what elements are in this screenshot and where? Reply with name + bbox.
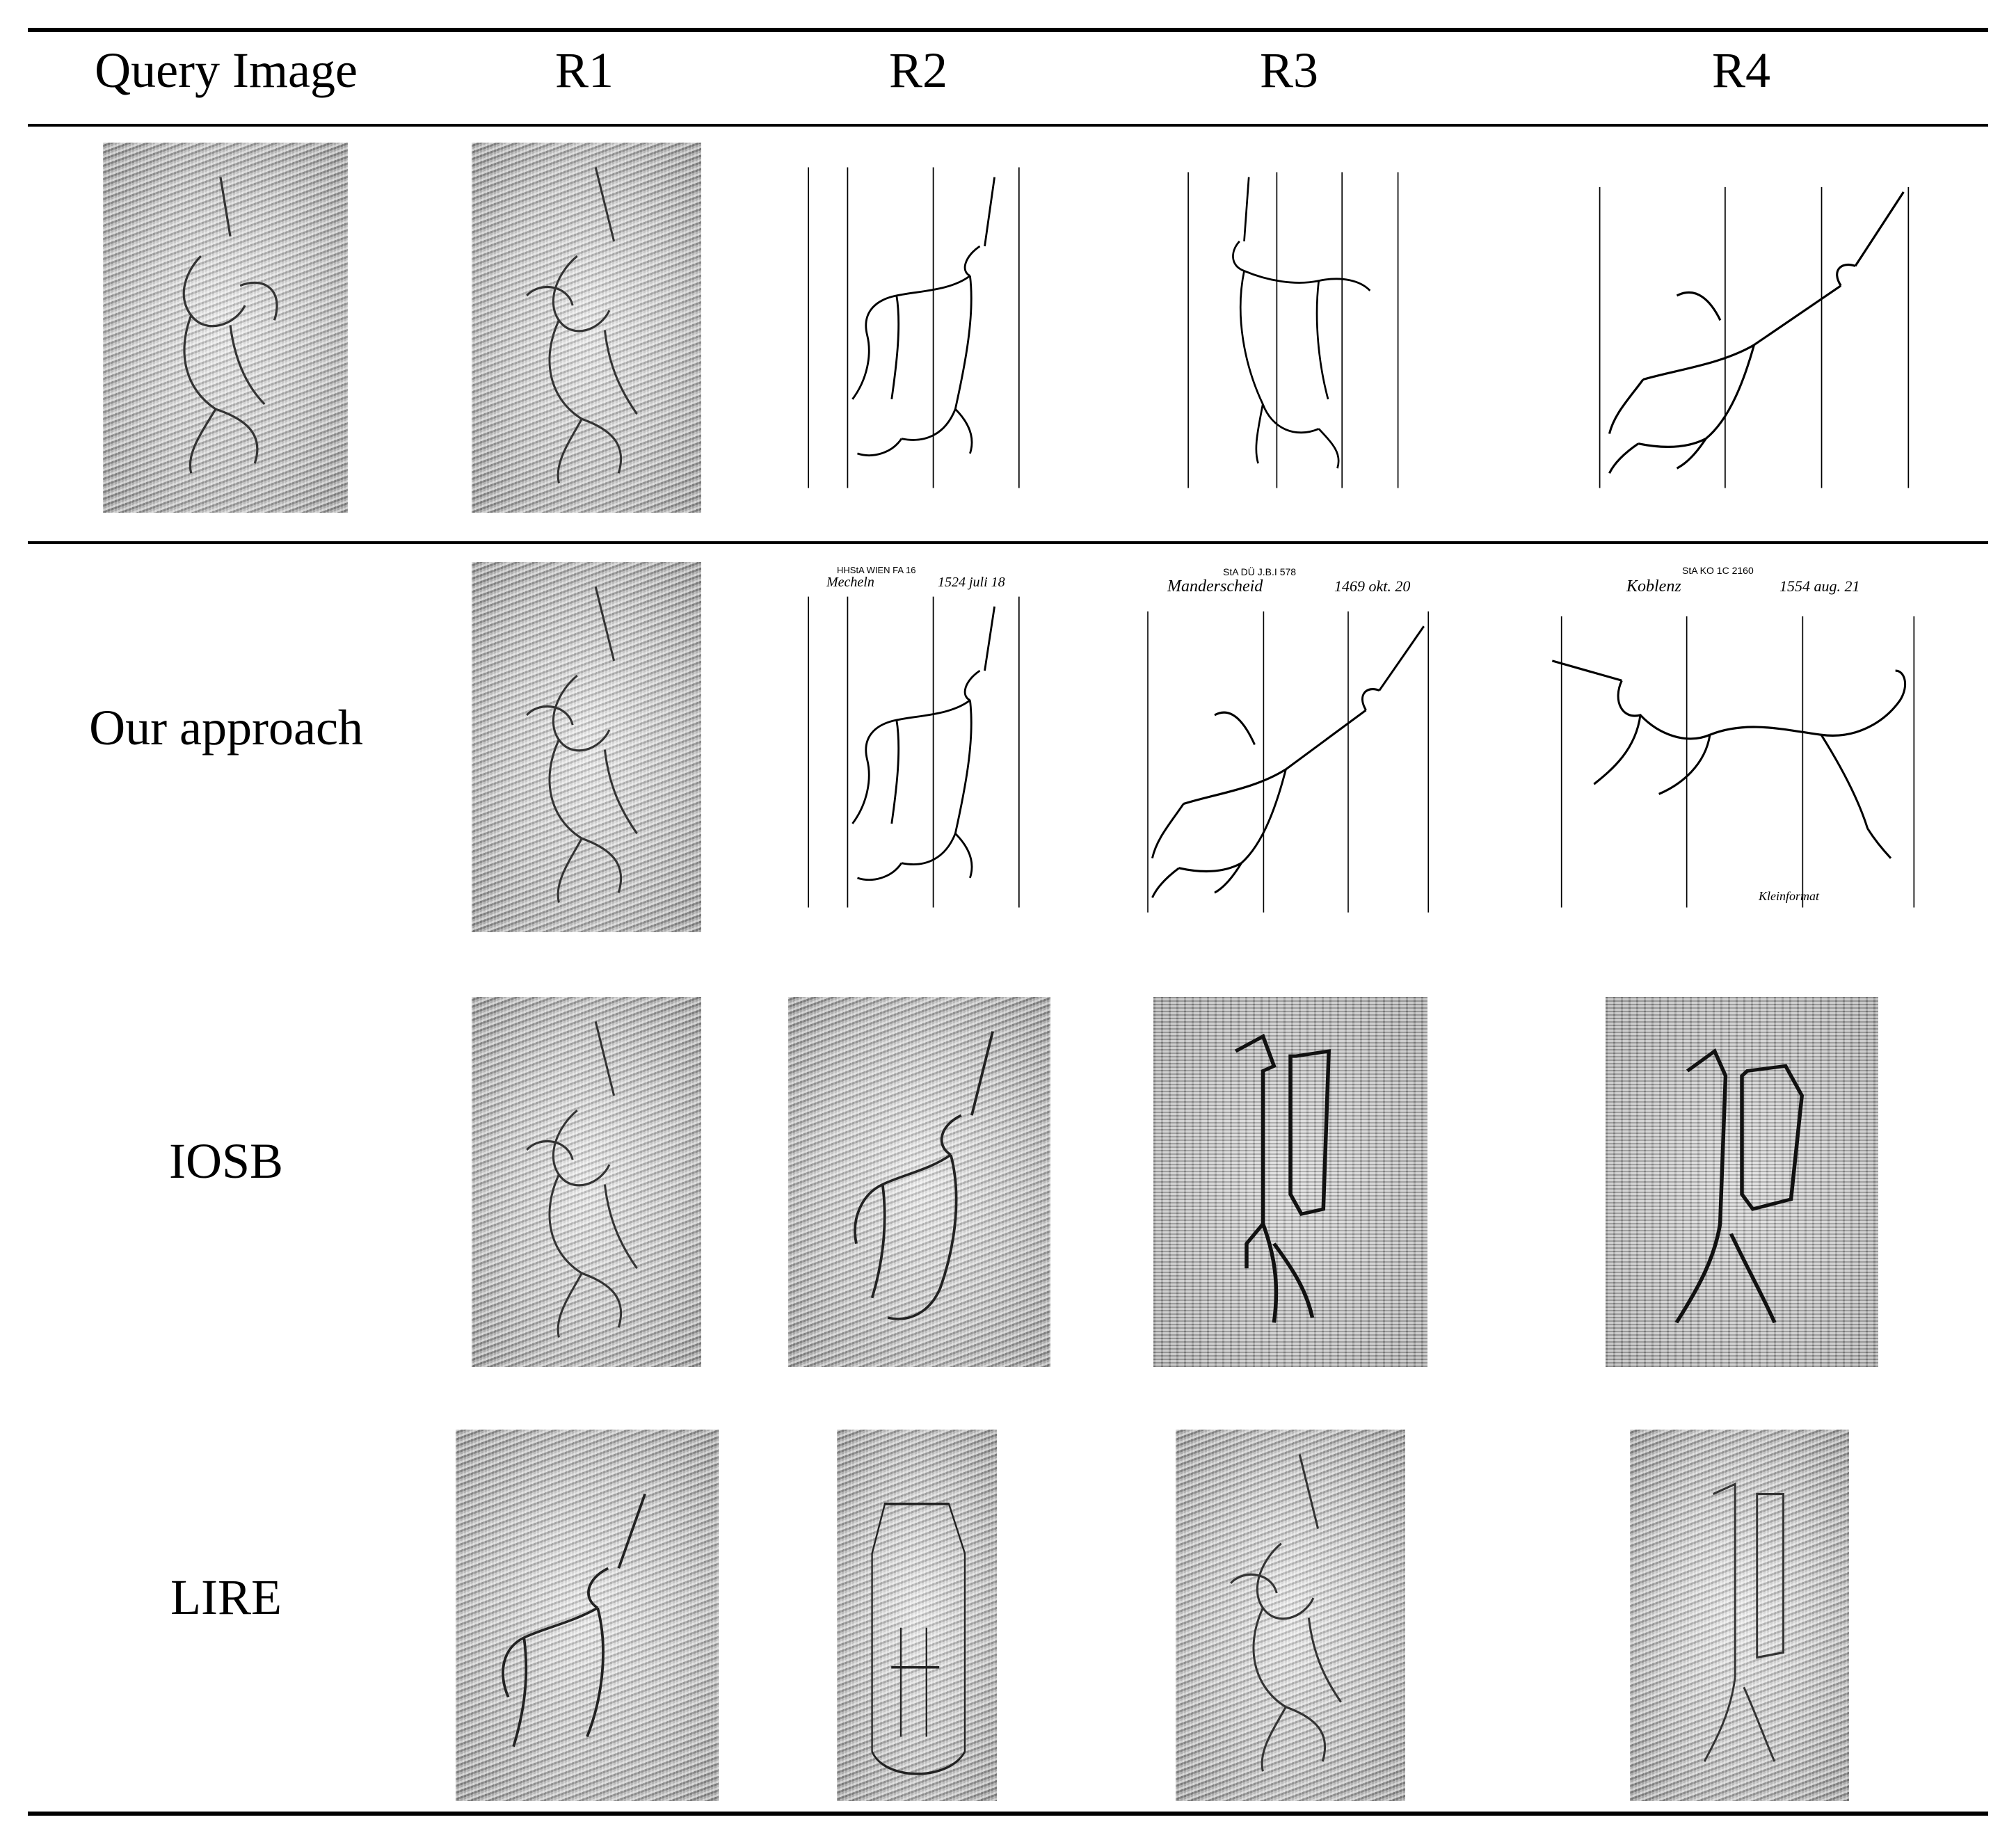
lire-r4-thumbnail bbox=[1630, 1430, 1849, 1801]
header-query-image: Query Image bbox=[95, 42, 358, 98]
sketch-place-label: Mecheln bbox=[826, 575, 874, 590]
letter-p-watermark-icon bbox=[1674, 1048, 1805, 1324]
sketch-archive-label: StA DÜ J.B.I 578 bbox=[1223, 566, 1297, 577]
letter-p-watermark-icon bbox=[1234, 1034, 1331, 1323]
iosb-r2-thumbnail bbox=[788, 997, 1050, 1367]
sketch-archive-label: StA KO 1C 2160 bbox=[1682, 565, 1754, 576]
header-r2: R2 bbox=[888, 42, 948, 98]
bottom-rule bbox=[28, 1812, 1988, 1816]
iosb-r1-thumbnail bbox=[472, 997, 701, 1367]
ours-r1-thumbnail bbox=[472, 562, 701, 932]
row-label-lire: LIRE bbox=[170, 1569, 282, 1625]
unicorn-drawing-icon bbox=[1551, 616, 1915, 908]
row-label-our-approach: Our approach bbox=[89, 700, 363, 755]
unicorn-drawing-icon bbox=[808, 167, 1020, 488]
letter-p-watermark-icon bbox=[871, 1503, 966, 1775]
sketch-note-label: Kleinformat bbox=[1759, 889, 1820, 903]
unicorn-drawing-icon bbox=[526, 586, 638, 903]
header-rule bbox=[28, 124, 1988, 127]
unicorn-drawing-icon bbox=[526, 1021, 638, 1338]
unicorn-drawing-icon bbox=[526, 167, 638, 483]
sketch-place-label: Koblenz bbox=[1626, 577, 1681, 595]
row-label-iosb: IOSB bbox=[168, 1133, 284, 1189]
letter-p-watermark-icon bbox=[1703, 1482, 1784, 1762]
sketch-date-label: 1469 okt. 20 bbox=[1334, 577, 1411, 595]
unicorn-drawing-icon bbox=[1230, 1454, 1342, 1772]
query-image-thumbnail bbox=[103, 143, 348, 513]
lire-r3-thumbnail bbox=[1176, 1430, 1405, 1801]
unicorn-drawing-icon bbox=[1187, 172, 1399, 488]
lire-r1-thumbnail bbox=[456, 1430, 719, 1801]
sketch-archive-label: HHStA WIEN FA 16 bbox=[837, 565, 916, 575]
query-r1-thumbnail bbox=[472, 143, 701, 513]
lire-r2-thumbnail bbox=[837, 1430, 997, 1801]
ours-r4-sketch: StA KO 1C 2160 Koblenz 1554 aug. 21 Klei… bbox=[1543, 562, 1960, 932]
query-r2-sketch bbox=[799, 143, 1043, 513]
unicorn-drawing-icon bbox=[182, 177, 278, 474]
header-r4: R4 bbox=[1711, 42, 1771, 98]
header-r1: R1 bbox=[554, 42, 614, 98]
iosb-r3-thumbnail bbox=[1153, 997, 1427, 1367]
query-r4-sketch bbox=[1571, 143, 1933, 513]
ours-r3-sketch: StA DÜ J.B.I 578 Manderscheid 1469 okt. … bbox=[1126, 562, 1459, 932]
unicorn-drawing-icon bbox=[808, 596, 1020, 908]
sketch-date-label: 1554 aug. 21 bbox=[1779, 577, 1860, 595]
top-rule bbox=[28, 28, 1988, 32]
sketch-date-label: 1524 juli 18 bbox=[938, 575, 1005, 590]
unicorn-drawing-icon bbox=[502, 1493, 646, 1748]
sketch-place-label: Manderscheid bbox=[1167, 577, 1263, 595]
query-r3-sketch bbox=[1174, 143, 1407, 513]
query-section-rule bbox=[28, 541, 1988, 544]
iosb-r4-thumbnail bbox=[1606, 997, 1878, 1367]
unicorn-drawing-icon bbox=[854, 1031, 994, 1320]
unicorn-drawing-icon bbox=[1147, 611, 1429, 913]
ours-r2-sketch: HHStA WIEN FA 16 Mecheln 1524 juli 18 bbox=[799, 562, 1043, 932]
unicorn-drawing-icon bbox=[1599, 186, 1910, 488]
header-r3: R3 bbox=[1259, 42, 1319, 98]
